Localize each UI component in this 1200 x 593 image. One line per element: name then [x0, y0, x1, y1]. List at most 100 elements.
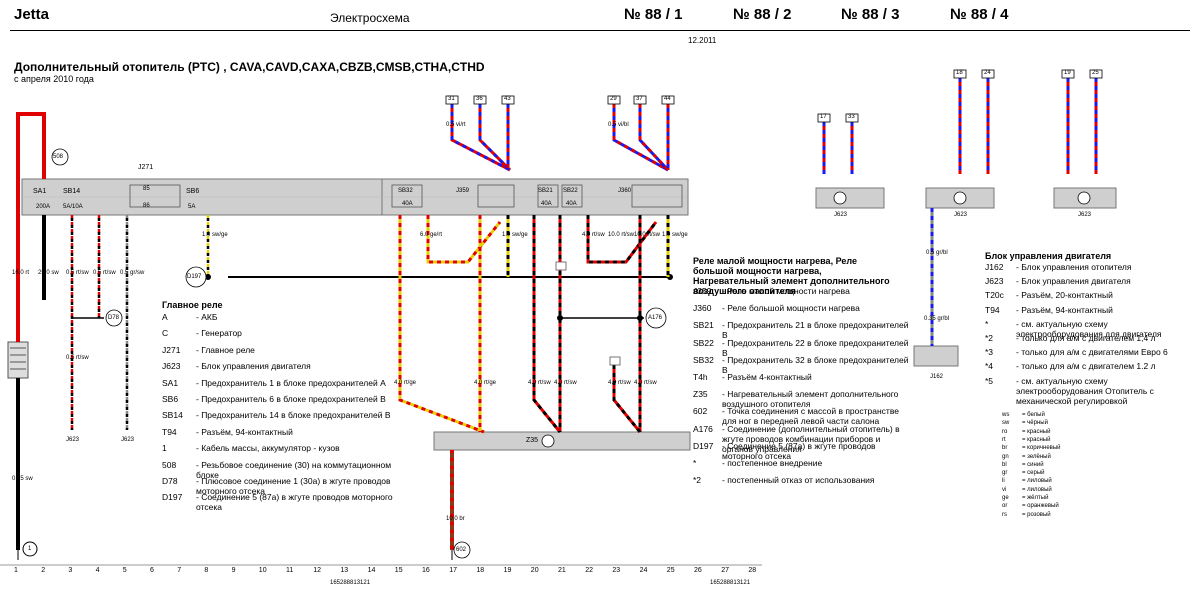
legend-relay-text: - Разъём 4-контактный: [722, 372, 812, 382]
legend-main-text: - Соединение 5 (87а) в жгуте проводов мо…: [196, 492, 393, 513]
legend-relay-text: - Соединение (дополнительный отопитель) …: [722, 423, 900, 454]
color-name: = красный: [1022, 436, 1051, 443]
j271-label: J271: [138, 164, 154, 171]
wire-label: 6.0 ge/rt: [420, 232, 443, 238]
wire-label: 1.0 sw/ge: [502, 232, 528, 238]
column-number: 2: [41, 567, 46, 574]
wire-label: 4.0 rt/sw: [554, 380, 577, 386]
color-code: ws: [1002, 412, 1010, 418]
legend-relay-code: J360: [693, 303, 712, 314]
legend-ecu-code: *: [985, 318, 989, 329]
legend-relay-code: Z35: [693, 389, 708, 400]
legend-ecu-code: *3: [985, 347, 994, 358]
legend-relay-text: - Предохранитель 32 в блоке предохраните…: [722, 354, 909, 375]
legend-main-text: - Предохранитель 6 в блоке предохранител…: [196, 394, 386, 404]
page-number-2: № 88 / 2: [733, 6, 792, 23]
legend-ecu-code: T20c: [985, 290, 1004, 301]
wire-label: 0.35 gr/bl: [924, 316, 950, 322]
color-code: sw: [1002, 420, 1010, 427]
legend-relay-heading: Реле малой мощности нагрева, Реле большо…: [693, 256, 890, 296]
legend-main-text: - Генератор: [196, 328, 242, 339]
wire-label: 1.0 sw/ge: [202, 232, 228, 238]
legend-relay-code: *: [693, 458, 697, 468]
legend-ecu-text: - только для а/м с двигателем 1,4 л: [1016, 333, 1156, 343]
conn-a176: A176: [648, 315, 663, 321]
wire-label: 4.0 rt/sw: [528, 380, 551, 386]
column-number: 1: [14, 567, 18, 574]
color-name: = красный: [1022, 428, 1051, 435]
sb6-amp: 5A: [188, 204, 196, 210]
conn-508: 508: [53, 154, 64, 160]
legend-relay-code: A176: [693, 423, 713, 434]
j623-ref-d: J623: [954, 212, 968, 218]
color-name: = лиловый: [1022, 478, 1052, 485]
legend-ecu-text: - см. актуальную схему электрооборудован…: [1016, 375, 1154, 406]
color-name: = коричневый: [1022, 445, 1061, 452]
legend-relay-code: T4h: [693, 372, 708, 382]
column-number: 14: [367, 567, 376, 574]
color-code: bl: [1002, 461, 1007, 468]
legend-relay-code: SB32: [693, 354, 714, 365]
wire-label: 0.5 gr/sw: [120, 270, 145, 276]
column-number: 27: [721, 567, 729, 574]
column-number: 12: [313, 567, 321, 574]
wire-label: 4.0 rt/sw: [634, 380, 657, 386]
sb22-amp: 40A: [566, 201, 577, 207]
legend-ecu-code: J162: [985, 262, 1004, 272]
legend-main-text: - Предохранитель 1 в блоке предохранител…: [196, 377, 386, 388]
legend-ecu-text: - только для а/м с двигателем 1.2 л: [1016, 361, 1156, 372]
ref-43: 43: [504, 96, 511, 102]
legend-relay-text: - Предохранитель 21 в блоке предохраните…: [722, 320, 909, 341]
legend-relay-code: *2: [693, 475, 702, 486]
ref-37: 37: [636, 96, 643, 102]
legend-relay-text: - Реле большой мощности нагрева: [722, 303, 860, 314]
color-code: gn: [1002, 453, 1009, 460]
diagram-since: с апреля 2010 года: [14, 74, 94, 84]
color-code: vi: [1002, 486, 1007, 493]
legend-main-text: - Резьбовое соединение (30) на коммутаци…: [196, 459, 392, 480]
color-code: or: [1002, 503, 1008, 510]
column-number: 4: [95, 567, 100, 574]
j623-ref-e: J623: [1078, 212, 1092, 218]
legend-ecu-text: - только для а/м с двигателями Евро 6: [1016, 347, 1168, 358]
model-name: Jetta: [14, 6, 50, 23]
sb22-label: SB22: [563, 188, 578, 194]
legend-relay-code: SB22: [693, 337, 714, 348]
legend-main-code: J271: [162, 344, 181, 355]
j162-block: [913, 345, 959, 367]
ref-31: 31: [448, 96, 455, 102]
legend-ecu-text: - см. актуальную схему электрооборудован…: [1016, 318, 1162, 339]
column-number: 16: [422, 567, 430, 574]
legend-relay-code: J359: [693, 286, 712, 296]
legend-main-code: SB14: [162, 410, 183, 421]
legend-main-code: C: [162, 328, 169, 339]
column-number: 24: [639, 567, 648, 574]
legend-main-text: - Предохранитель 14 в блоке предохраните…: [196, 410, 391, 421]
legend-ecu-code: *4: [985, 361, 994, 372]
legend-relay-text: - постепенное внедрение: [722, 458, 823, 468]
color-name: = оранжевый: [1022, 503, 1059, 510]
wire-label: 0.5 rt/sw: [66, 355, 89, 361]
wire-label: 0.5 vi/rt: [446, 122, 466, 128]
column-number: 15: [394, 567, 403, 574]
ref-29: 29: [610, 96, 617, 102]
sb32-label: SB32: [398, 188, 413, 194]
color-code: gr: [1002, 470, 1008, 477]
wire-label: 0.5 rt/sw: [93, 270, 116, 276]
ref-17: 17: [820, 114, 827, 120]
color-code: ro: [1002, 428, 1008, 435]
j359-label: J359: [456, 188, 470, 194]
color-name: = лиловый: [1022, 486, 1052, 493]
conn-d197: D197: [187, 274, 202, 280]
sb21-label: SB21: [538, 188, 553, 194]
legend-main-code: A: [162, 312, 168, 322]
wire-label: 10.0 rt/sw: [608, 232, 635, 238]
legend-main-code: T94: [162, 426, 177, 437]
wire-label: 4.0 rt/sw: [608, 380, 631, 386]
pin-85: 85: [143, 186, 150, 192]
column-number: 9: [231, 567, 236, 574]
color-code: rt: [1002, 436, 1006, 443]
color-name: = серый: [1022, 470, 1045, 477]
column-number: 19: [503, 567, 512, 574]
legend-relay-text: - Нагревательный элемент дополнительного…: [722, 389, 899, 410]
